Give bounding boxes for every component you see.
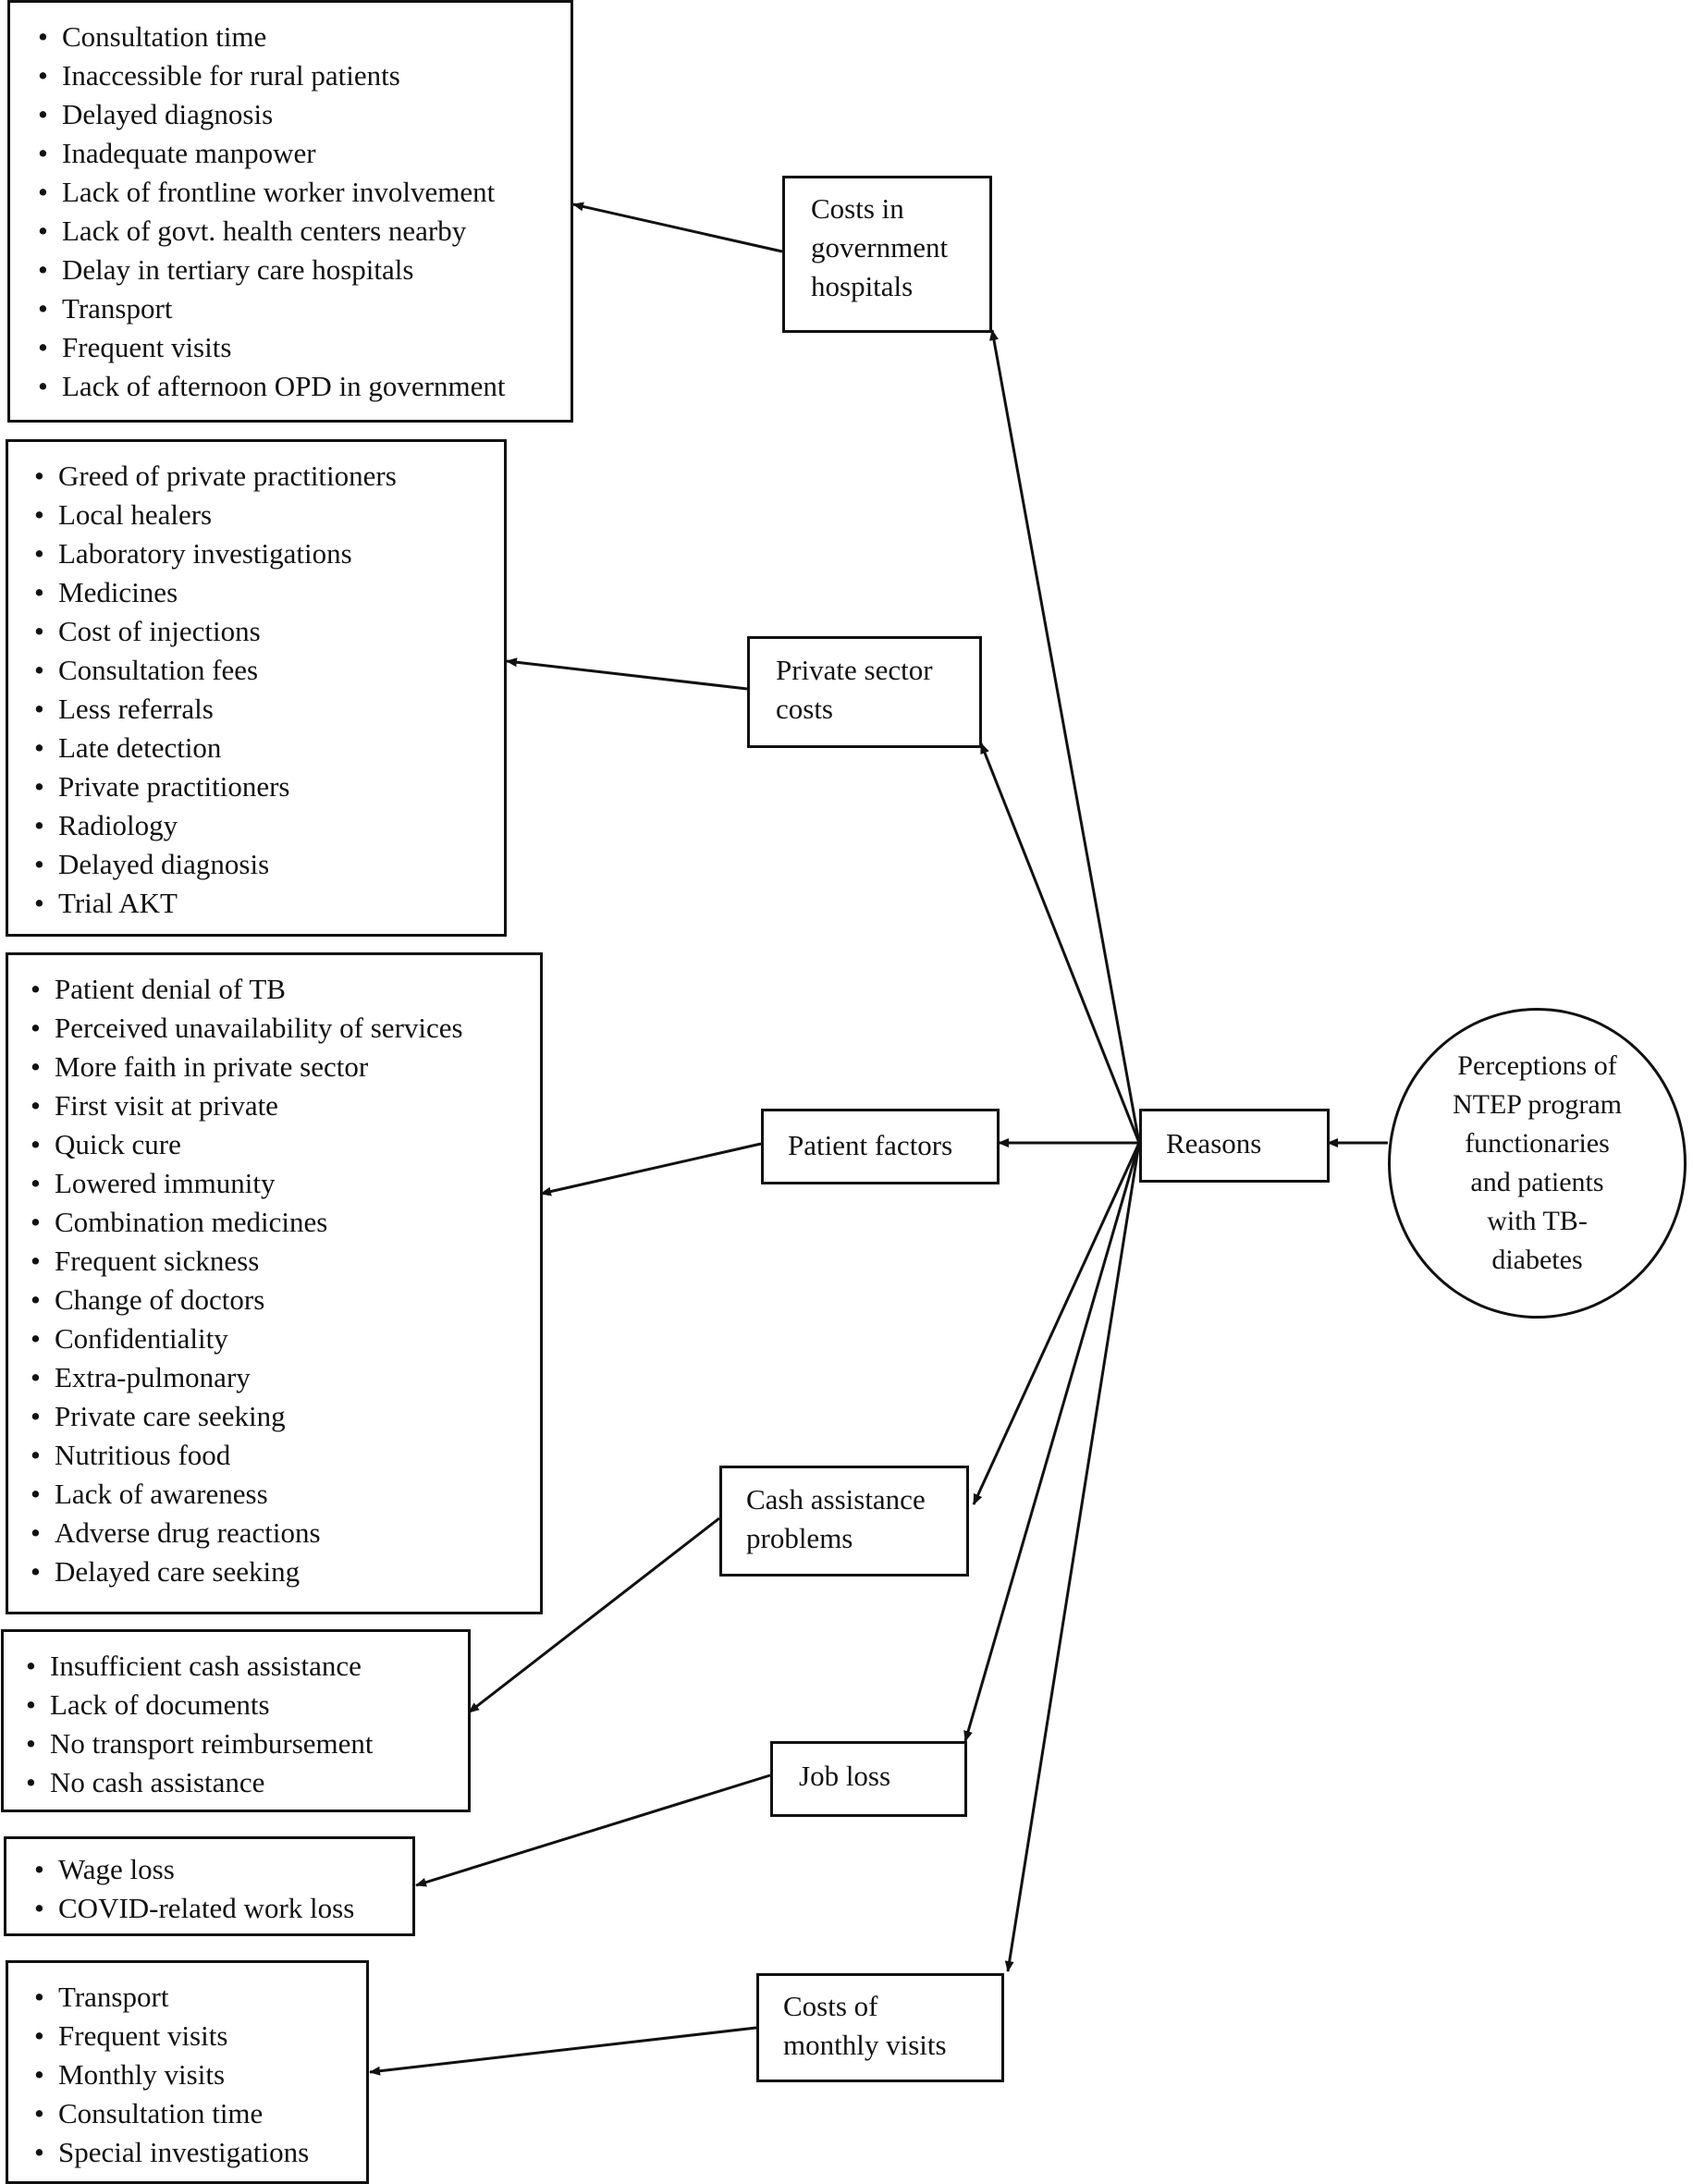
arrow-cash-to-list <box>468 1516 720 1714</box>
patient-factors-list-box: Patient denial of TB Perceived unavailab… <box>6 952 543 1614</box>
list-item: Patient denial of TB <box>31 970 540 1009</box>
perceptions-circle-label: Perceptions of NTEP program functionarie… <box>1452 1050 1623 1275</box>
private-costs-category-label: Private sector costs <box>776 654 933 725</box>
list-item: Late detection <box>34 729 504 767</box>
cash-problems-category-label: Cash assistance problems <box>746 1483 926 1554</box>
list-item: First visit at private <box>31 1086 540 1125</box>
arrow-reasons-to-job <box>963 1142 1141 1742</box>
monthly-visits-list: Transport Frequent visits Monthly visits… <box>34 1978 366 2172</box>
list-item: Transport <box>34 1978 366 2017</box>
monthly-visits-category-label: Costs of monthly visits <box>783 1990 947 2061</box>
list-item: Lack of frontline worker involvement <box>38 173 570 212</box>
private-costs-category-box: Private sector costs <box>747 636 982 748</box>
list-item: Cost of injections <box>34 612 504 651</box>
patient-factors-list: Patient denial of TB Perceived unavailab… <box>31 970 540 1591</box>
cash-problems-list-box: Insufficient cash assistance Lack of doc… <box>1 1629 471 1812</box>
list-item: Consultation time <box>38 18 570 56</box>
list-item: Monthly visits <box>34 2055 366 2094</box>
monthly-visits-list-box: Transport Frequent visits Monthly visits… <box>6 1960 369 2184</box>
list-item: Laboratory investigations <box>34 534 504 573</box>
list-item: Perceived unavailability of services <box>31 1009 540 1048</box>
job-loss-list-box: Wage loss COVID-related work loss <box>4 1836 415 1936</box>
arrow-private-to-list <box>506 657 748 691</box>
list-item: Inadequate manpower <box>38 134 570 173</box>
private-costs-list: Greed of private practitioners Local hea… <box>34 457 504 923</box>
list-item: COVID-related work loss <box>34 1889 412 1928</box>
list-item: Delayed care seeking <box>31 1552 540 1591</box>
perceptions-circle: Perceptions of NTEP program functionarie… <box>1388 1008 1687 1319</box>
list-item: Radiology <box>34 806 504 845</box>
list-item: Change of doctors <box>31 1281 540 1319</box>
arrow-gov-to-list <box>572 202 783 253</box>
arrow-job-to-list <box>415 1773 771 1887</box>
job-loss-category-box: Job loss <box>770 1741 967 1817</box>
monthly-visits-category-box: Costs of monthly visits <box>756 1973 1004 2082</box>
arrow-reasons-to-cash <box>972 1142 1141 1505</box>
reasons-label: Reasons <box>1166 1127 1262 1159</box>
cash-problems-list: Insufficient cash assistance Lack of doc… <box>26 1647 468 1802</box>
job-loss-category-label: Job loss <box>799 1760 891 1792</box>
patient-factors-category-label: Patient factors <box>788 1129 953 1161</box>
list-item: Less referrals <box>34 690 504 729</box>
list-item: Lack of afternoon OPD in government <box>38 367 570 406</box>
job-loss-list: Wage loss COVID-related work loss <box>34 1850 412 1928</box>
list-item: Delay in tertiary care hospitals <box>38 251 570 289</box>
list-item: Adverse drug reactions <box>31 1514 540 1552</box>
gov-costs-category-label: Costs in government hospitals <box>811 192 949 302</box>
list-item: Delayed diagnosis <box>34 845 504 884</box>
cash-problems-category-box: Cash assistance problems <box>719 1466 969 1577</box>
list-item: Confidentiality <box>31 1319 540 1358</box>
list-item: Lack of awareness <box>31 1475 540 1514</box>
reasons-box: Reasons <box>1139 1109 1330 1183</box>
list-item: Combination medicines <box>31 1203 540 1242</box>
list-item: Wage loss <box>34 1850 412 1889</box>
gov-costs-category-box: Costs in government hospitals <box>782 176 992 333</box>
list-item: Delayed diagnosis <box>38 95 570 134</box>
list-item: Quick cure <box>31 1125 540 1164</box>
list-item: Frequent visits <box>38 328 570 367</box>
arrow-patient-to-list <box>540 1142 762 1196</box>
list-item: Consultation time <box>34 2094 366 2133</box>
list-item: No cash assistance <box>26 1763 468 1802</box>
patient-factors-category-box: Patient factors <box>761 1109 1000 1184</box>
list-item: Lack of documents <box>26 1686 468 1724</box>
list-item: Private practitioners <box>34 767 504 806</box>
list-item: Transport <box>38 289 570 328</box>
gov-costs-list: Consultation time Inaccessible for rural… <box>38 18 570 406</box>
list-item: Nutritious food <box>31 1436 540 1475</box>
list-item: Greed of private practitioners <box>34 457 504 496</box>
list-item: Extra-pulmonary <box>31 1358 540 1397</box>
gov-costs-list-box: Consultation time Inaccessible for rural… <box>7 0 573 423</box>
list-item: Special investigations <box>34 2133 366 2172</box>
list-item: Inaccessible for rural patients <box>38 56 570 95</box>
arrow-reasons-to-monthly <box>1004 1142 1141 1972</box>
list-item: Trial AKT <box>34 884 504 923</box>
arrow-reasons-to-private <box>979 742 1141 1144</box>
private-costs-list-box: Greed of private practitioners Local hea… <box>6 439 507 937</box>
list-item: Lowered immunity <box>31 1164 540 1203</box>
list-item: Frequent sickness <box>31 1242 540 1281</box>
list-item: Local healers <box>34 496 504 534</box>
list-item: No transport reimbursement <box>26 1724 468 1763</box>
list-item: More faith in private sector <box>31 1048 540 1086</box>
list-item: Private care seeking <box>31 1397 540 1436</box>
list-item: Medicines <box>34 573 504 612</box>
list-item: Frequent visits <box>34 2017 366 2055</box>
list-item: Consultation fees <box>34 651 504 690</box>
list-item: Lack of govt. health centers nearby <box>38 212 570 251</box>
arrow-reasons-to-gov <box>989 329 1141 1144</box>
arrow-monthly-to-list <box>369 2026 757 2076</box>
list-item: Insufficient cash assistance <box>26 1647 468 1686</box>
